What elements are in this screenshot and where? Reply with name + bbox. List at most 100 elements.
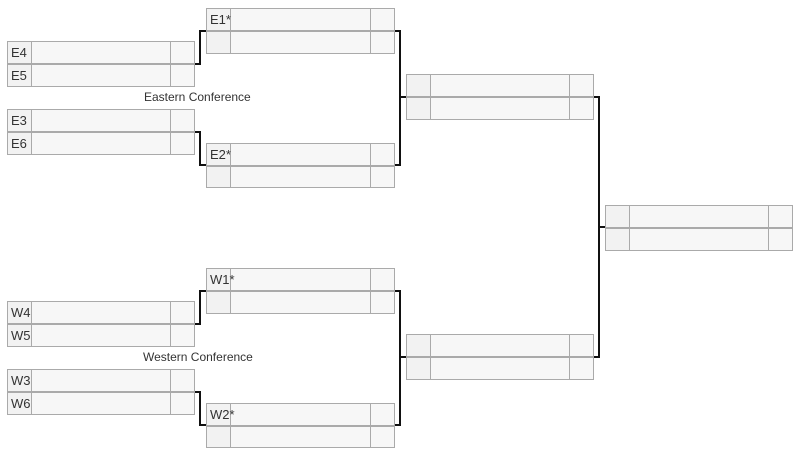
score-cell[interactable]	[370, 144, 394, 165]
score-cell[interactable]	[569, 75, 593, 96]
score-cell[interactable]	[370, 427, 394, 447]
slot-finals-top	[605, 205, 793, 228]
connector-line	[199, 30, 201, 65]
score-cell[interactable]	[768, 229, 792, 250]
seed-label	[407, 75, 431, 96]
seed-label: E1*	[207, 9, 231, 30]
slot-w5: W5	[7, 324, 195, 347]
score-cell[interactable]	[170, 65, 194, 86]
western-conference-label: Western Conference	[143, 350, 253, 364]
score-cell[interactable]	[170, 370, 194, 391]
team-name-cell[interactable]	[231, 32, 370, 53]
seed-label	[606, 229, 630, 250]
team-name-cell[interactable]	[431, 75, 569, 96]
score-cell[interactable]	[370, 167, 394, 187]
team-name-cell[interactable]	[32, 370, 170, 391]
slot-w3-w6-winner	[206, 426, 395, 448]
slot-east-final-top	[406, 74, 594, 97]
team-name-cell[interactable]	[32, 42, 170, 63]
seed-label	[207, 32, 231, 53]
team-name-cell[interactable]	[32, 393, 170, 414]
score-cell[interactable]	[170, 302, 194, 323]
seed-text: W3	[11, 373, 31, 388]
seed-label	[207, 167, 231, 187]
team-name-cell[interactable]	[32, 65, 170, 86]
score-cell[interactable]	[170, 325, 194, 346]
seed-label	[606, 206, 630, 227]
score-cell[interactable]	[170, 42, 194, 63]
team-name-cell[interactable]	[231, 9, 370, 30]
team-name-cell[interactable]	[630, 206, 768, 227]
connector-line	[399, 96, 406, 98]
seed-label: E2*	[207, 144, 231, 165]
team-name-cell[interactable]	[231, 404, 370, 425]
seed-text: W4	[11, 305, 31, 320]
score-cell[interactable]	[170, 133, 194, 154]
team-name-cell[interactable]	[231, 427, 370, 447]
team-name-cell[interactable]	[431, 358, 569, 379]
connector-line	[195, 323, 201, 325]
team-name-cell[interactable]	[32, 302, 170, 323]
seed-label	[407, 358, 431, 379]
connector-line	[395, 30, 401, 32]
connector-line	[594, 96, 600, 98]
score-cell[interactable]	[170, 393, 194, 414]
score-cell[interactable]	[768, 206, 792, 227]
seed-label: W3	[8, 370, 32, 391]
slot-finals-bottom	[605, 228, 793, 251]
team-name-cell[interactable]	[32, 133, 170, 154]
slot-e2: E2*	[206, 143, 395, 166]
team-name-cell[interactable]	[32, 110, 170, 131]
team-name-cell[interactable]	[231, 269, 370, 290]
team-name-cell[interactable]	[431, 335, 569, 356]
team-name-cell[interactable]	[431, 98, 569, 119]
score-cell[interactable]	[370, 292, 394, 313]
slot-east-final-bottom	[406, 97, 594, 120]
seed-text: W2*	[210, 407, 235, 422]
slot-west-final-bottom	[406, 357, 594, 380]
seed-label: E6	[8, 133, 32, 154]
connector-line	[195, 131, 201, 133]
connector-line	[399, 356, 406, 358]
slot-w4: W4	[7, 301, 195, 324]
score-cell[interactable]	[569, 358, 593, 379]
connector-line	[199, 164, 206, 166]
seed-label: W4	[8, 302, 32, 323]
connector-line	[594, 356, 600, 358]
score-cell[interactable]	[370, 9, 394, 30]
connector-line	[399, 30, 401, 166]
seed-label: E3	[8, 110, 32, 131]
slot-e6: E6	[7, 132, 195, 155]
eastern-conference-label: Eastern Conference	[144, 90, 251, 104]
seed-text: E4	[11, 45, 27, 60]
connector-line	[395, 424, 401, 426]
connector-line	[199, 290, 206, 292]
score-cell[interactable]	[370, 32, 394, 53]
score-cell[interactable]	[569, 98, 593, 119]
slot-e4: E4	[7, 41, 195, 64]
slot-west-final-top	[406, 334, 594, 357]
team-name-cell[interactable]	[231, 292, 370, 313]
seed-label	[207, 292, 231, 313]
connector-line	[395, 164, 401, 166]
slot-w1: W1*	[206, 268, 395, 291]
slot-e3-e6-winner	[206, 166, 395, 188]
team-name-cell[interactable]	[231, 167, 370, 187]
score-cell[interactable]	[370, 404, 394, 425]
connector-line	[199, 30, 206, 32]
team-name-cell[interactable]	[32, 325, 170, 346]
slot-e1: E1*	[206, 8, 395, 31]
team-name-cell[interactable]	[231, 144, 370, 165]
slot-w4-w5-winner	[206, 291, 395, 314]
connector-line	[395, 290, 401, 292]
seed-label: E4	[8, 42, 32, 63]
slot-w6: W6	[7, 392, 195, 415]
score-cell[interactable]	[569, 335, 593, 356]
seed-label: E5	[8, 65, 32, 86]
seed-label: W1*	[207, 269, 235, 290]
score-cell[interactable]	[370, 269, 394, 290]
seed-label	[407, 335, 431, 356]
score-cell[interactable]	[170, 110, 194, 131]
team-name-cell[interactable]	[630, 229, 768, 250]
seed-text: E1*	[210, 12, 231, 27]
